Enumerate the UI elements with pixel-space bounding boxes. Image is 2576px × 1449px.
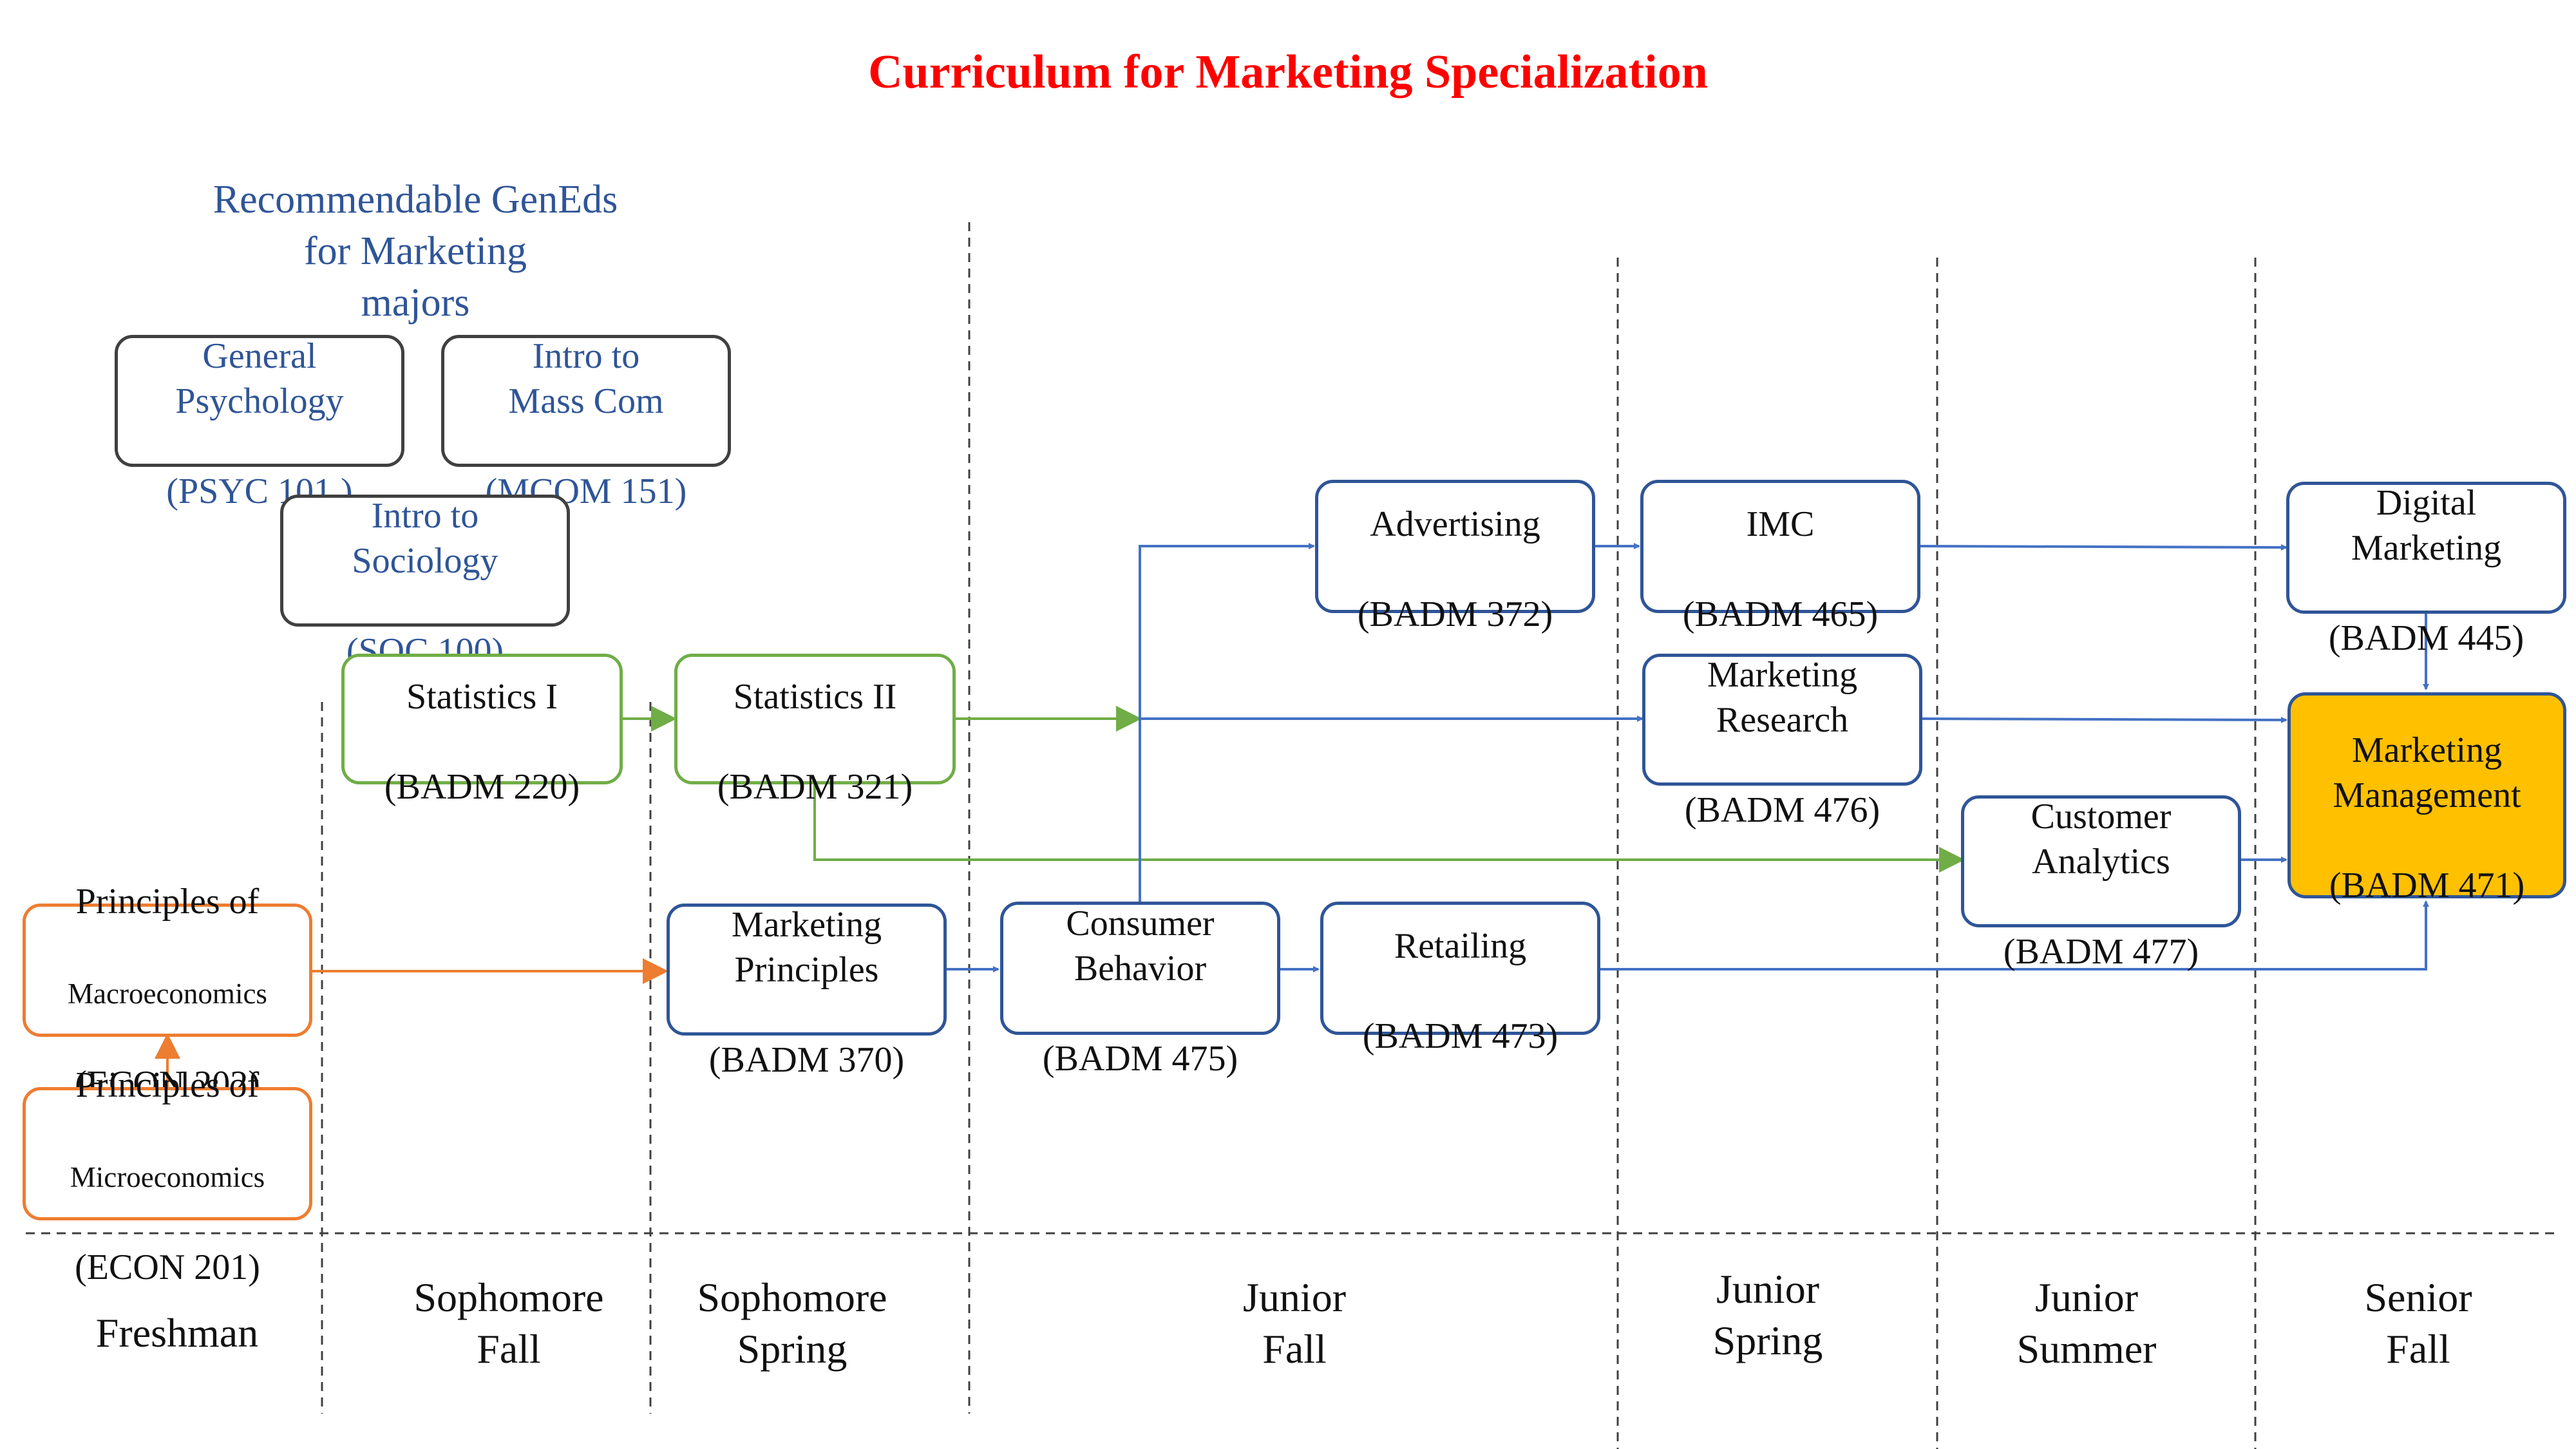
term-sophomore-fall: Sophomore Fall <box>413 1274 604 1372</box>
course-psyc-101-text: General Psychology (PSYC 101 ) <box>166 289 352 514</box>
course-mcom-151-code: (MCOM 151) <box>485 471 687 511</box>
course-econ-201-code: (ECON 201) <box>75 1247 260 1287</box>
course-badm-445-text: Digital Marketing (BADM 445) <box>2329 435 2524 661</box>
course-badm-475-name: Consumer Behavior <box>1066 903 1215 989</box>
course-soc-100: Intro to Sociology (SOC 100) <box>280 495 570 671</box>
course-badm-471-code: (BADM 471) <box>2329 866 2525 905</box>
course-badm-473-name: Retailing <box>1394 925 1527 966</box>
arrow-imc-digital <box>1918 544 2287 551</box>
course-badm-220-text: Statistics I (BADM 220) <box>384 629 580 810</box>
course-badm-465-text: IMC (BADM 465) <box>1683 457 1878 637</box>
course-badm-473-code: (BADM 473) <box>1362 1016 1558 1056</box>
course-badm-476: Marketing Research (BADM 476) <box>1642 654 1922 830</box>
arrow-stats2-analytics <box>813 784 1965 873</box>
term-freshman: Freshman <box>95 1310 259 1356</box>
course-badm-475-code: (BADM 475) <box>1042 1038 1238 1079</box>
course-badm-372: Advertising (BADM 372) <box>1315 480 1595 634</box>
course-badm-445: Digital Marketing (BADM 445) <box>2286 482 2566 658</box>
course-badm-321-text: Statistics II (BADM 321) <box>717 629 913 810</box>
course-econ-202-name-sub: Macroeconomics <box>68 978 267 1010</box>
course-mcom-151-text: Intro to Mass Com (MCOM 151) <box>486 289 687 514</box>
course-badm-477-name: Customer Analytics <box>2031 796 2172 882</box>
course-badm-471-text: Marketing Management (BADM 471) <box>2329 683 2524 908</box>
course-badm-475: Consumer Behavior (BADM 475) <box>1000 902 1280 1079</box>
course-badm-476-text: Marketing Research (BADM 476) <box>1685 607 1880 833</box>
course-badm-370-code: (BADM 370) <box>708 1039 905 1080</box>
course-badm-465: IMC (BADM 465) <box>1640 480 1920 634</box>
term-junior-spring: Junior Spring <box>1712 1266 1823 1363</box>
course-badm-321-code: (BADM 321) <box>717 766 913 807</box>
arrow-research-mgmt <box>1922 716 2287 723</box>
course-psyc-101-name: General Psychology <box>175 336 344 421</box>
course-econ-201-text: Principles of Microeconomics (ECON 201) <box>70 1018 265 1290</box>
course-psyc-101: General Psychology (PSYC 101 ) <box>115 335 404 511</box>
course-badm-445-code: (BADM 445) <box>2328 618 2524 658</box>
course-badm-372-name: Advertising <box>1370 504 1540 544</box>
term-sophomore-spring: Sophomore Spring <box>697 1274 887 1372</box>
course-badm-471-name: Marketing Management <box>2333 730 2521 815</box>
course-badm-445-name: Digital Marketing <box>2351 482 2502 568</box>
course-badm-475-text: Consumer Behavior (BADM 475) <box>1043 856 1238 1081</box>
course-econ-202-name-top: Principles of <box>75 882 260 922</box>
course-badm-220-name: Statistics I <box>406 676 558 717</box>
course-badm-372-code: (BADM 372) <box>1357 594 1553 634</box>
course-mcom-151: Intro to Mass Com (MCOM 151) <box>441 335 731 511</box>
course-badm-473: Retailing (BADM 473) <box>1320 902 1600 1056</box>
course-badm-477-code: (BADM 477) <box>2003 931 2199 972</box>
course-badm-220-code: (BADM 220) <box>384 766 580 807</box>
course-badm-476-name: Marketing Research <box>1707 654 1858 740</box>
course-badm-370-name: Marketing Principles <box>731 904 882 990</box>
course-econ-201-name-top: Principles of <box>75 1065 260 1105</box>
arrow-retailing-mgmt <box>1600 900 2429 971</box>
course-badm-321: Statistics II (BADM 321) <box>674 654 956 807</box>
course-econ-201-name-sub: Microeconomics <box>70 1161 265 1193</box>
course-soc-100-name: Intro to Sociology <box>352 495 498 581</box>
course-mcom-151-name: Intro to Mass Com <box>508 336 664 421</box>
arrow-consumer-advertising <box>1139 543 1315 902</box>
course-badm-370-text: Marketing Principles (BADM 370) <box>709 857 904 1083</box>
term-junior-summer: Junior Summer <box>2016 1274 2157 1372</box>
course-badm-473-text: Retailing (BADM 473) <box>1363 878 1558 1059</box>
course-badm-465-code: (BADM 465) <box>1682 594 1879 634</box>
course-badm-220: Statistics I (BADM 220) <box>341 654 623 807</box>
course-badm-372-text: Advertising (BADM 372) <box>1358 457 1553 637</box>
course-badm-476-code: (BADM 476) <box>1684 790 1880 830</box>
course-badm-477-text: Customer Analytics (BADM 477) <box>2003 749 2199 974</box>
term-senior-fall: Senior Fall <box>2364 1274 2472 1372</box>
course-badm-471: Marketing Management (BADM 471) <box>2287 692 2566 905</box>
course-badm-370: Marketing Principles (BADM 370) <box>667 904 947 1080</box>
course-badm-321-name: Statistics II <box>733 676 897 717</box>
course-badm-477: Customer Analytics (BADM 477) <box>1961 795 2241 972</box>
diagram-title: Curriculum for Marketing Specialization <box>868 46 1708 99</box>
term-junior-fall: Junior Fall <box>1243 1274 1346 1372</box>
course-econ-201: Principles of Microeconomics (ECON 201) <box>23 1065 312 1287</box>
course-econ-202: Principles of Macroeconomics (ECON 202) <box>23 882 312 1104</box>
course-badm-465-name: IMC <box>1746 504 1815 544</box>
gened-heading: Recommendable GenEds for Marketing major… <box>213 178 618 325</box>
